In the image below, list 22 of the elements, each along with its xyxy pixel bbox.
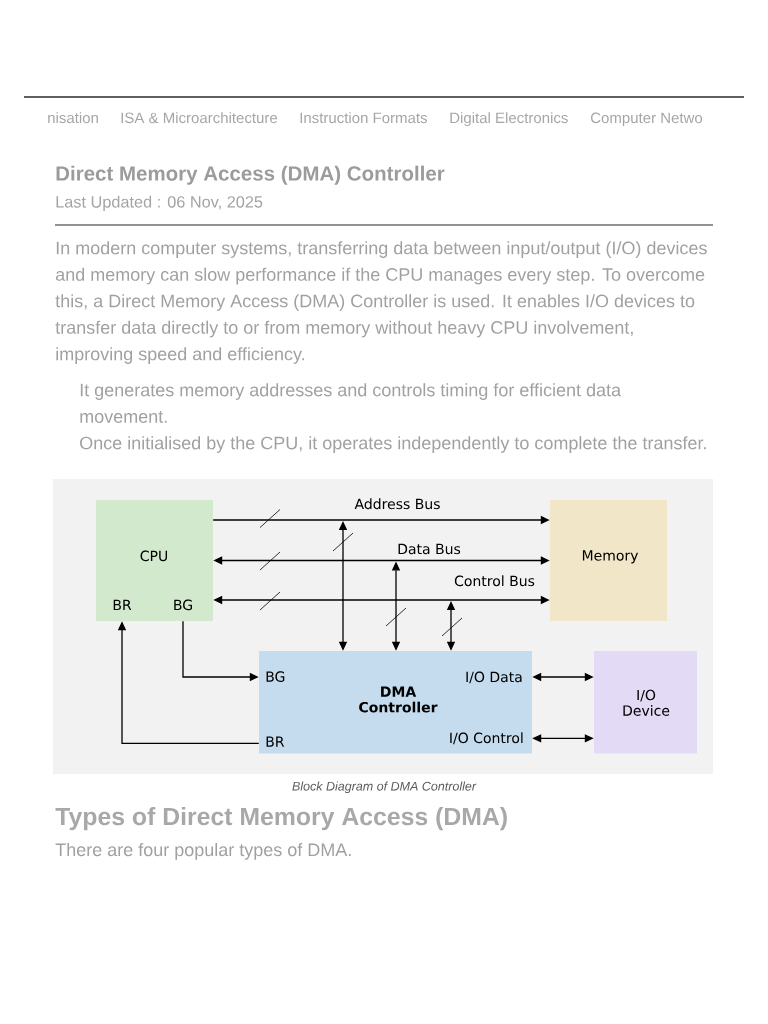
port-label: I/O Data bbox=[466, 671, 522, 684]
port-label: BG bbox=[174, 599, 192, 611]
body-paragraph: In modern computer systems, transferring data between input/output (I/O) devices and memory can slow performance if the CPU manages every step. To overcome this, a Direct Memory Access (DMA) Controller is used. It enables I/O devices to transfer data directly to or from memory without heavy CPU involvement, improving speed and efficiency. bbox=[55, 241, 707, 364]
nav-link: Computer Netwo bbox=[591, 112, 703, 127]
updated-date: Last Updated : 06 Nov, 2025 bbox=[56, 195, 263, 211]
nav-link: Instruction Formats bbox=[300, 112, 427, 124]
page-title: Direct Memory Access (DMA) Controller bbox=[56, 165, 445, 185]
component-box: Memory bbox=[550, 500, 667, 621]
port-label: BG bbox=[266, 671, 285, 682]
component-box: I/O Device bbox=[594, 651, 697, 754]
nav-link: nisation bbox=[48, 112, 98, 124]
port-label: BR bbox=[113, 599, 132, 610]
figure-caption: Block Diagram of DMA Controller bbox=[292, 781, 477, 794]
port-label: I/O Control bbox=[450, 732, 523, 745]
section-heading: Types of Direct Memory Access (DMA) bbox=[55, 807, 507, 831]
body-paragraph: There are four popular types of DMA. bbox=[55, 842, 351, 860]
edge-label: Data Bus bbox=[395, 542, 463, 556]
port-label: BR bbox=[266, 736, 285, 747]
list-item: It generates memory addresses and controls timing for efficient data movement. bbox=[80, 383, 622, 423]
nav-link: ISA & Microarchitecture bbox=[121, 112, 278, 124]
list-item: Once initialised by the CPU, it operates independently to complete the transfer. bbox=[80, 436, 706, 453]
nav-link: Digital Electronics bbox=[450, 112, 568, 127]
